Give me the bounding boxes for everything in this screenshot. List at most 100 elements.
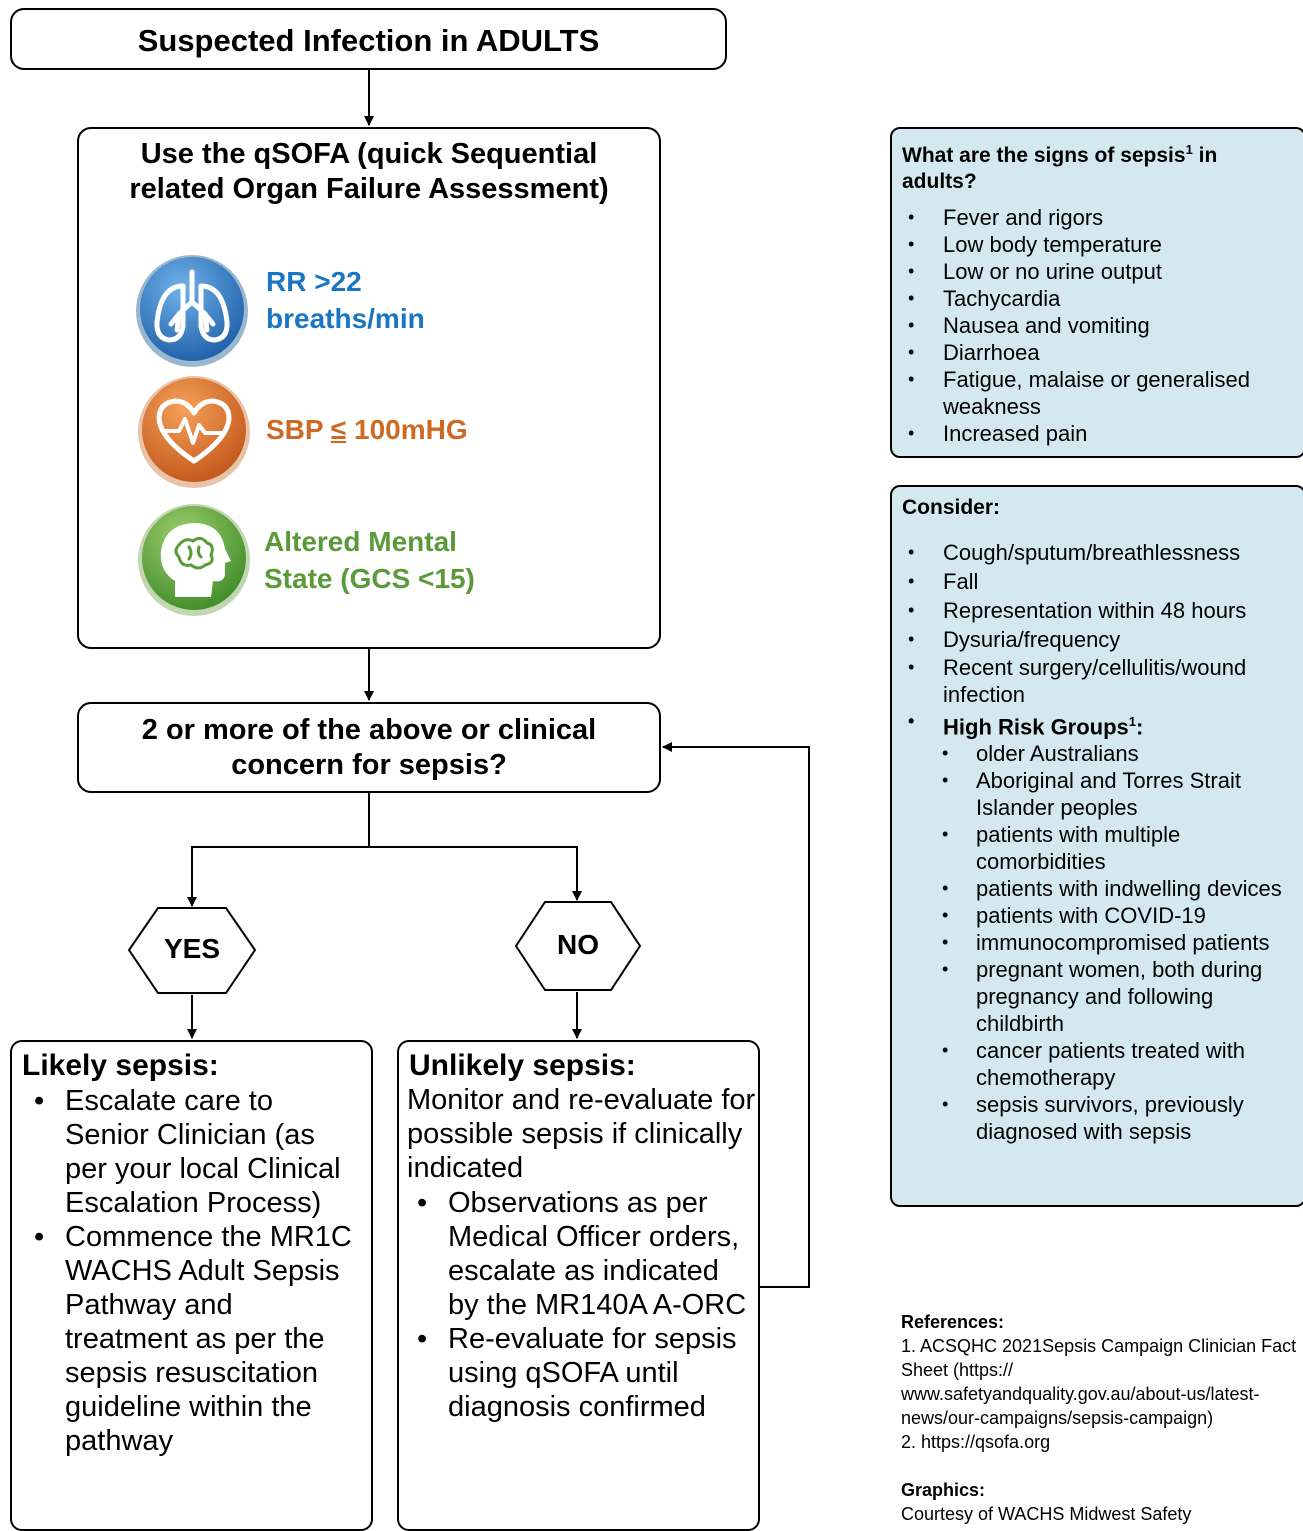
- unlikely-heading: Unlikely sepsis:: [409, 1049, 636, 1082]
- likely-item-text: Escalate care to Senior Clinician (as pe…: [65, 1085, 341, 1219]
- list-item: • patients with indwelling devices: [902, 875, 1298, 902]
- bullet-icon: •: [908, 342, 915, 362]
- high-risk-sup: 1: [1128, 714, 1137, 729]
- high-risk-text: patients with indwelling devices: [976, 876, 1282, 902]
- list-item: •Fever and rigors: [902, 204, 1298, 231]
- bullet-icon: •: [34, 1085, 45, 1117]
- consider-list: •Cough/sputum/breathlessness • Fall • Repr…: [902, 538, 1298, 1145]
- bullet-icon: •: [908, 288, 915, 308]
- list-item: •patients with multiple comorbidities: [902, 821, 1298, 875]
- sign-text: Fever and rigors: [943, 205, 1104, 230]
- unlikely-intro: Monitor and re-evaluate for possible sep…: [407, 1084, 756, 1184]
- bullet-icon: •: [942, 824, 949, 845]
- flow-title: Suspected Infection in ADULTS: [137, 23, 600, 58]
- high-risk-text: cancer patients treated with chemotherap…: [976, 1038, 1246, 1091]
- criterion-sbp-symbol: ≤: [330, 414, 347, 445]
- bullet-icon: •: [908, 571, 915, 591]
- graphics-heading: Graphics:: [901, 1480, 986, 1500]
- criterion-rr: RR >22 breaths/min: [266, 263, 425, 337]
- unlikely-list: •Observations as per Medical Officer ord…: [407, 1186, 752, 1424]
- bullet-icon: •: [942, 878, 949, 899]
- list-item: • patients with COVID-19: [902, 902, 1298, 929]
- reference-1: 1. ACSQHC 2021Sepsis Campaign Clinician …: [901, 1336, 1297, 1428]
- decision-question: 2 or more of the above or clinical conce…: [79, 713, 659, 783]
- list-item: • Low body temperature: [902, 231, 1298, 258]
- heart-icon: [138, 376, 250, 488]
- list-item: •Aboriginal and Torres Strait Islander p…: [902, 767, 1298, 821]
- bullet-icon: •: [908, 315, 915, 335]
- signs-heading-sup: 1: [1185, 142, 1193, 157]
- bullet-icon: •: [417, 1187, 428, 1219]
- decision-box: 2 or more of the above or clinical conce…: [77, 702, 661, 793]
- no-diamond: [514, 901, 642, 991]
- list-item: • cancer patients treated with chemothera…: [902, 1037, 1298, 1091]
- bullet-icon: •: [908, 657, 915, 677]
- high-risk-text: sepsis survivors, previously diagnosed w…: [976, 1092, 1244, 1145]
- qsofa-title-line1: Use the qSOFA (quick Sequential: [140, 138, 598, 170]
- reference-2: 2. https://qsofa.org: [901, 1432, 1051, 1452]
- list-item: • Fatigue, malaise or generalised weaknes…: [902, 366, 1298, 420]
- criterion-sbp: SBP ≤ 100mHG: [266, 411, 468, 448]
- signs-of-sepsis-panel: What are the signs of sepsis1 in adults?…: [890, 127, 1303, 458]
- list-item: • Fall: [902, 567, 1298, 596]
- decision-line2: concern for sepsis?: [231, 749, 507, 781]
- sign-text: Diarrhoea: [943, 340, 1040, 365]
- criterion-sbp-prefix: SBP: [266, 414, 331, 445]
- split-line: [187, 793, 370, 907]
- bullet-icon: •: [942, 1040, 949, 1061]
- consider-heading: Consider:: [902, 496, 1001, 519]
- consider-text: Representation within 48 hours: [943, 598, 1247, 623]
- sign-text: Low body temperature: [943, 232, 1162, 257]
- references: References: 1. ACSQHC 2021Sepsis Campaig…: [901, 1310, 1301, 1526]
- bullet-icon: •: [942, 1094, 949, 1115]
- graphics-credit: Courtesy of WACHS Midwest Safety: [901, 1504, 1192, 1524]
- sign-text: Fatigue, malaise or generalised weakness: [943, 367, 1250, 419]
- signs-heading-line2: adults?: [902, 170, 977, 193]
- list-item-high-risk: •High Risk Groups1:: [902, 708, 1298, 740]
- likely-item-text: Commence the MR1C WACHS Adult Sepsis Pat…: [65, 1221, 352, 1457]
- bullet-icon: •: [942, 770, 949, 791]
- bullet-icon: •: [942, 959, 949, 980]
- criterion-rr-line1: RR >22: [266, 266, 362, 297]
- bullet-icon: •: [908, 542, 915, 562]
- yes-label: YES: [163, 933, 221, 964]
- signs-heading: What are the signs of sepsis1 in adults?: [902, 137, 1217, 195]
- list-item: •Nausea and vomiting: [902, 312, 1298, 339]
- loop-back-arrow: [662, 742, 810, 1288]
- list-item: •Increased pain: [902, 420, 1298, 447]
- consider-panel: Consider: •Cough/sputum/breathlessness •…: [890, 485, 1303, 1207]
- list-item: •Low or no urine output: [902, 258, 1298, 285]
- high-risk-text: older Australians: [976, 741, 1139, 767]
- list-item: •immunocompromised patients: [902, 929, 1298, 956]
- list-item: • Recent surgery/cellulitis/wound infecti…: [902, 654, 1298, 708]
- consider-text: Recent surgery/cellulitis/wound infectio…: [943, 655, 1247, 707]
- references-heading: References:: [901, 1312, 1005, 1332]
- consider-text: Fall: [943, 569, 979, 594]
- criterion-sbp-suffix: 100mHG: [346, 414, 468, 445]
- criterion-rr-line2: breaths/min: [266, 303, 425, 334]
- bullet-icon: •: [908, 261, 915, 281]
- high-risk-label: High Risk Groups: [943, 714, 1129, 740]
- list-item: •Cough/sputum/breathlessness: [902, 538, 1298, 567]
- no-label: NO: [557, 929, 599, 960]
- bullet-icon: •: [908, 234, 915, 254]
- bullet-icon: •: [908, 369, 915, 389]
- yes-diamond: [127, 907, 257, 994]
- list-item: •pregnant women, both during pregnancy a…: [902, 956, 1298, 1037]
- list-item: • Diarrhoea: [902, 339, 1298, 366]
- bullet-icon: •: [942, 905, 949, 926]
- bullet-icon: •: [908, 600, 915, 620]
- title-box: Suspected Infection in ADULTS: [10, 8, 727, 70]
- qsofa-title: Use the qSOFA (quick Sequential related …: [79, 137, 659, 207]
- unlikely-sepsis-box: Unlikely sepsis: Monitor and re-evaluate…: [397, 1040, 760, 1531]
- high-risk-text: patients with COVID-19: [976, 903, 1206, 929]
- criterion-ams: Altered Mental State (GCS <15): [264, 523, 475, 597]
- list-item: •Re-evaluate for sepsis using qSOFA unti…: [407, 1322, 752, 1424]
- likely-sepsis-box: Likely sepsis: •Escalate care to Senior …: [10, 1040, 373, 1531]
- qsofa-title-line2: related Organ Failure Assessment): [129, 173, 609, 205]
- decision-line1: 2 or more of the above or clinical: [141, 714, 597, 746]
- list-item: • Representation within 48 hours: [902, 596, 1298, 625]
- brain-head-icon: [138, 504, 250, 616]
- list-item: •Commence the MR1C WACHS Adult Sepsis Pa…: [24, 1220, 359, 1458]
